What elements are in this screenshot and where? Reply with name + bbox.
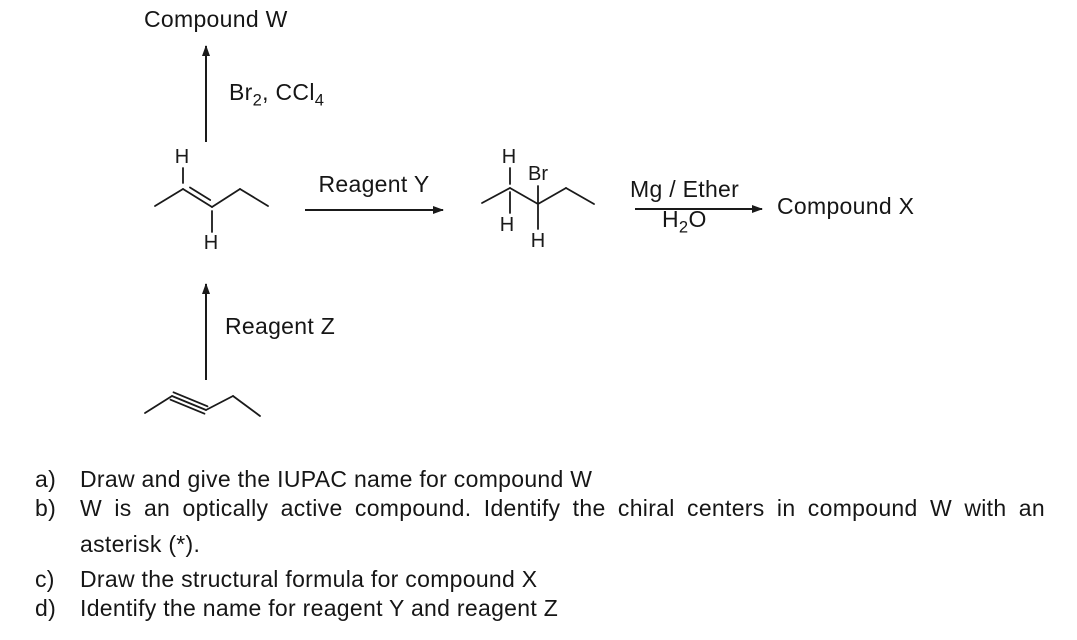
bromoalkane-br-label: Br xyxy=(528,163,548,185)
bromoalkane-structure: H H Br H xyxy=(481,146,595,252)
o-text: O xyxy=(688,206,707,232)
alkene-h-bottom-label: H xyxy=(204,232,218,254)
br-text: Br xyxy=(229,79,253,105)
question-a-label: a) xyxy=(35,466,57,492)
grignard-reagent-label: Mg / Ether xyxy=(630,176,740,202)
question-d-label: d) xyxy=(35,595,57,621)
question-c-text: Draw the structural formula for compound… xyxy=(80,566,538,592)
reagent-y-label: Reagent Y xyxy=(318,171,430,197)
question-b-label: b) xyxy=(35,495,57,521)
question-d-text: Identify the name for reagent Y and reag… xyxy=(80,595,559,621)
br-subscript: 2 xyxy=(252,90,263,110)
ccl-subscript: 4 xyxy=(314,90,325,110)
water-label: H2O xyxy=(662,206,707,235)
alkene-structure: H H xyxy=(154,146,269,254)
bromoalkane-h-bottomleft-label: H xyxy=(500,214,514,236)
compound-x-label: Compound X xyxy=(777,193,915,219)
alkene-h-top-label: H xyxy=(175,146,189,168)
compound-w-label: Compound W xyxy=(144,6,288,32)
reagent-z-label: Reagent Z xyxy=(225,313,336,339)
question-a-text: Draw and give the IUPAC name for compoun… xyxy=(80,466,593,492)
bromoalkane-h-top-label: H xyxy=(502,146,516,168)
alkyne-structure xyxy=(144,391,261,417)
ccl-text: , CCl xyxy=(262,79,315,105)
question-b-text-line1: W is an optically active compound. Ident… xyxy=(80,495,1045,521)
bromination-reagent-label: Br2, CCl4 xyxy=(229,79,324,108)
h2o-subscript: 2 xyxy=(678,217,689,237)
h-text: H xyxy=(662,206,679,232)
reaction-scheme: H H H H Br H xyxy=(144,45,763,417)
question-b-text-line2: asterisk (*). xyxy=(80,531,201,557)
question-c-label: c) xyxy=(35,566,55,592)
bromoalkane-h-bottomright-label: H xyxy=(531,230,545,252)
